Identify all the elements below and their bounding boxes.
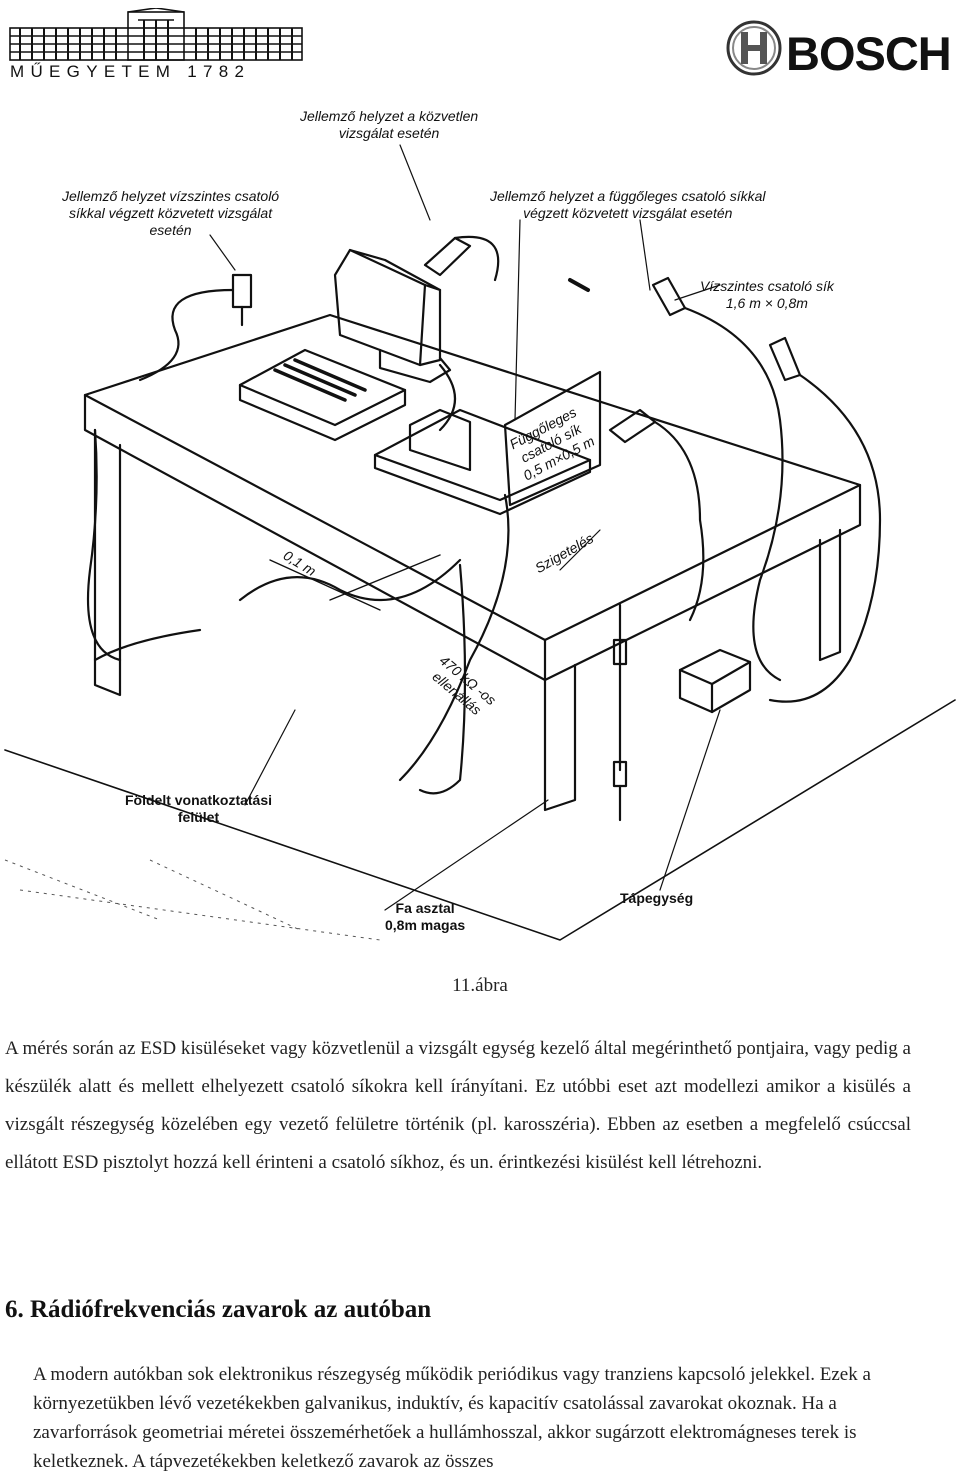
label-direct-test: Jellemző helyzet a közvetlen vizsgálat e… [300,108,479,141]
label-vertical-indirect-test: Jellemző helyzet a függőleges csatoló sí… [490,188,766,221]
label-ground-reference-plane: Földelt vonatkoztatási felület [125,792,273,825]
bosch-armature-logo [726,20,782,76]
section-paragraph: A modern autókban sok elektronikus része… [33,1364,871,1472]
body-paragraph: A mérés során az ESD kisüléseket vagy kö… [5,1038,911,1173]
label-wooden-table: Fa asztal 0,8m magas [385,900,466,933]
section-heading: 6. Rádiófrekvenciás zavarok az autóban [5,1296,432,1323]
muegyetem-caption: MŰEGYETEM 1782 [10,62,251,81]
esd-test-setup-figure: Jellemző helyzet a közvetlen vizsgálat e… [0,100,960,950]
figure-caption: 11.ábra [452,975,508,996]
label-power-unit: Tápegység [620,890,694,906]
bosch-brand-text: BOSCH [786,27,952,80]
page-header: MŰEGYETEM 1782 BOSCH [0,0,960,90]
label-horizontal-indirect-test: Jellemző helyzet vízszintes csatoló síkk… [62,188,280,238]
muegyetem-building-logo [9,8,303,61]
esd-setup-drawing [4,144,956,941]
label-horizontal-coupling-plane: Vízszintes csatoló sík 1,6 m × 0,8m [700,278,834,311]
